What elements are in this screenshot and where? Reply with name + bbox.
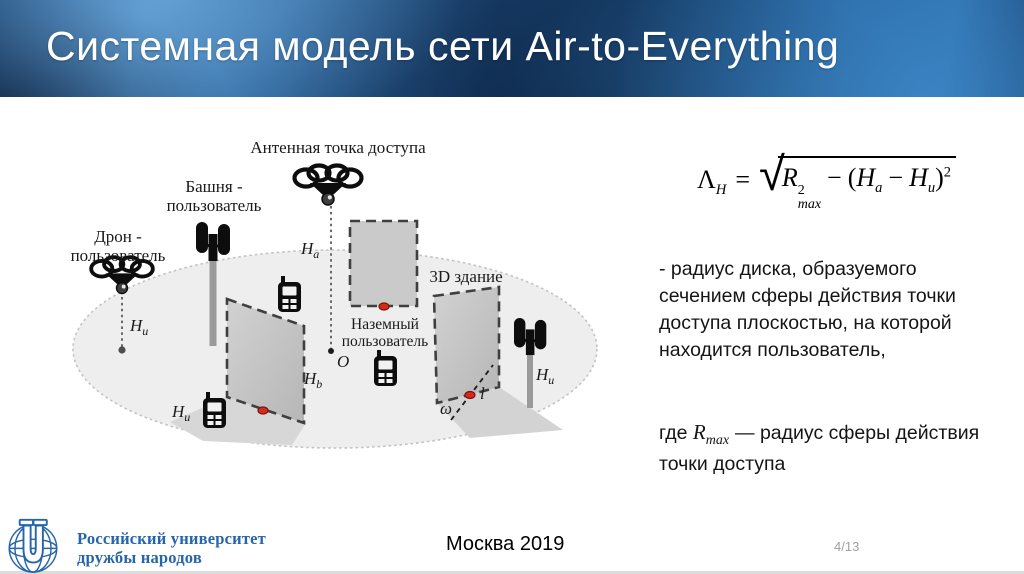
- venue-text: Москва 2019: [446, 533, 565, 555]
- sight-line: [450, 364, 494, 421]
- rmax-subscript: max: [705, 433, 730, 449]
- ground-shadow-right: [437, 387, 563, 438]
- network-model-diagram: Антенная точка доступа Башня - пользоват…: [71, 138, 598, 449]
- user-marker-top: [378, 302, 390, 311]
- page-number: 4/13: [834, 539, 860, 554]
- rmax-definition-text: где Rmax— радиус сферы действия точки до…: [659, 418, 981, 477]
- building-top-wall: [348, 219, 419, 308]
- drone-access-point-icon: [295, 166, 362, 206]
- label-tower-user-line2: пользователь: [167, 196, 262, 215]
- label-h-b: Hb: [303, 369, 322, 391]
- label-h-a: Ha: [300, 239, 319, 261]
- rmax-prefix: где: [659, 422, 688, 445]
- label-h-u-left: Hu: [129, 316, 148, 338]
- university-logo-icon: [8, 518, 58, 573]
- label-3d-building: 3D здание: [429, 267, 502, 286]
- tower-user-pole: [209, 257, 217, 346]
- radical-sign: √: [759, 147, 785, 202]
- origin-dot: [328, 348, 334, 354]
- university-name: Российский университет дружбы народов: [77, 529, 266, 568]
- rmax-symbol: R: [692, 420, 706, 445]
- ground-projection-dot: [118, 346, 126, 354]
- user-marker-left: [257, 406, 269, 415]
- tower-right-pole: [527, 351, 533, 408]
- building-left-wall: [225, 297, 306, 425]
- building-3d-wall: [432, 285, 501, 405]
- formula-lhs: ΛH: [697, 165, 727, 199]
- label-ground-user-line1: Наземный: [351, 316, 419, 333]
- label-ground-user-line2: пользователь: [342, 333, 428, 350]
- label-origin-o: O: [337, 352, 349, 371]
- description-block: - радиус диска, образуемого сечением сфе…: [659, 256, 981, 478]
- university-name-line1: Российский университет: [77, 529, 266, 548]
- label-drone-user-line2: пользователь: [71, 246, 166, 265]
- university-name-line2: дружбы народов: [77, 547, 202, 567]
- tower-user-icon: [194, 220, 232, 263]
- rmax-text: — радиус сферы действия точки доступа: [659, 422, 980, 475]
- label-l: l: [480, 384, 485, 403]
- radius-definition-text: - радиус диска, образуемого сечением сфе…: [659, 258, 956, 362]
- user-marker-3d: [464, 390, 476, 400]
- label-omega: ω: [440, 399, 452, 418]
- label-h-u-phone: Hu: [171, 402, 190, 424]
- slide-bottom-edge: [0, 571, 1024, 574]
- slide-header: Системная модель сети Air-to-Everything: [0, 0, 1024, 97]
- label-tower-user-line1: Башня -: [185, 177, 243, 196]
- slide-title: Системная модель сети Air-to-Everything: [46, 23, 840, 69]
- label-antenna-access-point: Антенная точка доступа: [250, 138, 426, 157]
- label-h-u-right: Hu: [535, 365, 554, 387]
- formula-equals: =: [735, 165, 751, 194]
- label-drone-user-line1: Дрон -: [94, 227, 142, 246]
